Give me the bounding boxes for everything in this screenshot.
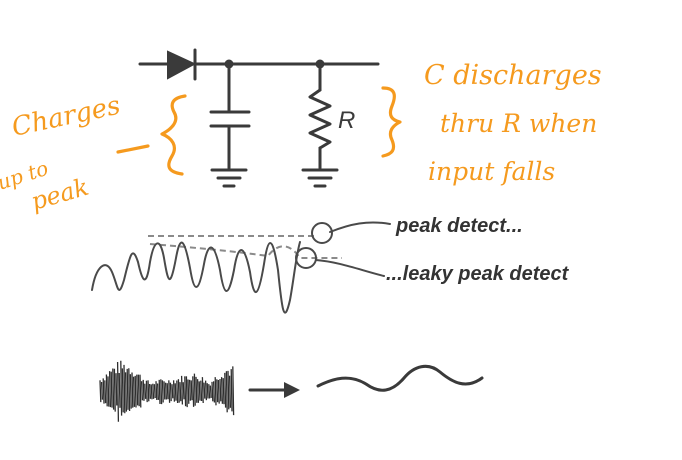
peak-detect-leader — [329, 221, 391, 233]
arrow-right-icon — [284, 382, 300, 398]
peak-detect-marker-circle — [311, 222, 333, 244]
capacitor-ground-symbol — [210, 168, 248, 188]
audio-burst-strokes — [99, 360, 235, 422]
leaky-detect-leader — [315, 259, 385, 277]
left-curly-brace — [160, 94, 187, 176]
right-note-line3: input falls — [428, 157, 555, 186]
envelope-output-wave — [316, 364, 484, 392]
resistor-label: R — [338, 107, 355, 134]
capacitor-symbol — [209, 62, 251, 170]
right-annotation: C discharges thru R when input falls — [381, 60, 602, 186]
left-annotation: Charges up to peak — [0, 91, 187, 216]
leaky-detect-marker-circle — [295, 247, 317, 269]
leaky-peak-detect-label: ...leaky peak detect — [386, 263, 570, 285]
resistor-symbol — [308, 62, 332, 170]
resistor-ground-symbol — [301, 168, 339, 188]
audio-burst-waveform — [99, 360, 235, 422]
peak-detect-label: peak detect... — [395, 215, 523, 237]
envelope-example — [99, 360, 484, 422]
right-curly-brace — [381, 86, 402, 158]
right-note-line1: C discharges — [424, 60, 602, 91]
left-note-line1: Charges — [9, 91, 123, 143]
input-waveform — [91, 241, 301, 314]
left-note-dash — [116, 144, 150, 154]
diode-symbol — [167, 48, 197, 81]
peak-detect-waveform-figure: peak detect... ...leaky peak detect — [91, 215, 570, 314]
peak-detector-circuit: R — [138, 48, 380, 188]
right-note-line2: thru R when — [440, 109, 597, 138]
